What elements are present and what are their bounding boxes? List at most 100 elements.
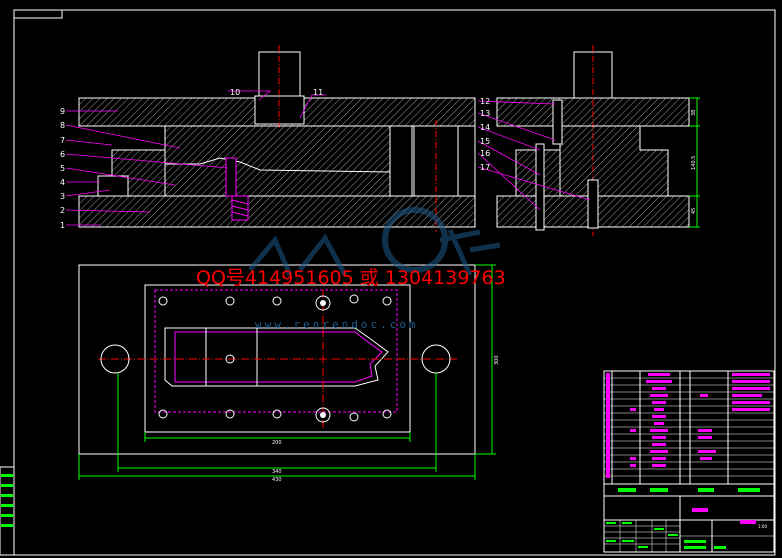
- pin-hole-bottom: [315, 407, 331, 423]
- front-section-view: [78, 45, 476, 232]
- callout-leaders: [65, 90, 591, 226]
- pin-top: [320, 300, 326, 306]
- guide-post-left: [389, 125, 413, 197]
- dim-plan-outer: 430: [272, 477, 282, 483]
- part-outline: [164, 327, 389, 387]
- callout-5: 5: [60, 164, 65, 173]
- part-inner-outline: [174, 331, 383, 383]
- punch-body: [164, 125, 391, 197]
- leader-13: [477, 112, 556, 141]
- stub-cell: [1, 474, 13, 477]
- parts-list: [603, 370, 775, 492]
- spring-coil: [231, 205, 249, 211]
- frame-corner-box: [13, 9, 63, 19]
- spring-coil: [231, 199, 249, 205]
- guide-post-right: [457, 125, 476, 197]
- plan-view: 200 340 430 300: [78, 264, 500, 483]
- callout-17: 17: [480, 163, 490, 172]
- side-section-view: 38 140.5 45: [496, 45, 700, 236]
- callout-6: 6: [60, 150, 65, 159]
- leader-16: [477, 152, 541, 211]
- callout-8: 8: [60, 121, 65, 130]
- leader-2: [65, 209, 151, 213]
- stub-table-frame: [0, 466, 15, 556]
- dim-plan-height: 300: [494, 355, 500, 365]
- dim-plan-mid: 340: [272, 469, 282, 475]
- screw-hole: [272, 296, 282, 306]
- screw-hole: [349, 412, 359, 422]
- dim-side-total: 140.5: [691, 156, 697, 170]
- callout-numbers: 1 2 3 4 5 6 7 8 9 10 11 12 13 14 15 16 1…: [60, 88, 490, 230]
- side-locating-pin: [587, 179, 599, 229]
- callout-12: 12: [480, 97, 490, 106]
- watermark-glyphs: [248, 228, 501, 277]
- dim-plan-inner: 200: [272, 440, 282, 446]
- leader-14: [477, 126, 541, 151]
- screw-hole: [382, 409, 392, 419]
- leader-3: [65, 189, 111, 197]
- dim-side-top: 38: [691, 110, 697, 116]
- plan-stripper-outline: [154, 289, 398, 413]
- plan-outer-plate: [78, 264, 476, 455]
- title-block: 1:00: [603, 483, 775, 553]
- title-scale: 1:00: [758, 524, 767, 529]
- screw-hole: [225, 354, 235, 364]
- dim-side-bottom: 45: [691, 208, 697, 214]
- callout-1: 1: [60, 221, 65, 230]
- side-punch-body: [559, 125, 669, 197]
- guide-hole-left: [100, 344, 130, 374]
- screw-hole: [349, 294, 359, 304]
- watermark-logo: [248, 207, 501, 277]
- leader-6: [65, 153, 229, 169]
- screw-hole: [225, 409, 235, 419]
- leader-15: [477, 140, 541, 176]
- callout-3: 3: [60, 192, 65, 201]
- title-block-frame: [603, 483, 775, 553]
- screw-hole: [158, 409, 168, 419]
- screw-hole: [382, 296, 392, 306]
- callout-16: 16: [480, 149, 490, 158]
- parts-list-headers: [618, 488, 760, 492]
- left-stub-table: [0, 466, 15, 556]
- callout-11: 11: [313, 88, 323, 97]
- side-bolt: [535, 143, 545, 231]
- watermark-site: www.renrendoc.com: [255, 318, 419, 331]
- pin-hole-top: [315, 295, 331, 311]
- leader-12: [477, 100, 556, 105]
- leader-8: [65, 124, 181, 149]
- parts-list-rows: [604, 377, 774, 477]
- screw-hole: [225, 296, 235, 306]
- parts-list-entries: [606, 373, 770, 478]
- callout-15: 15: [480, 137, 490, 146]
- title-material: [740, 520, 756, 524]
- title-block-signatures: [606, 522, 726, 549]
- callout-10: 10: [230, 88, 240, 97]
- callout-7: 7: [60, 136, 65, 145]
- pin-bottom: [320, 412, 326, 418]
- stub-cell: [1, 494, 13, 497]
- callout-14: 14: [480, 123, 490, 132]
- leader-11: [299, 94, 326, 119]
- title-drawing-name: [692, 508, 708, 512]
- stub-cell: [1, 524, 13, 527]
- side-screw: [552, 99, 563, 145]
- stub-cell: [1, 514, 13, 517]
- drawing-frame: [13, 9, 776, 556]
- leader-10: [228, 90, 272, 101]
- stub-cell: [1, 484, 13, 487]
- ejector-pin: [225, 157, 237, 197]
- callout-2: 2: [60, 206, 65, 215]
- stub-cell: [1, 504, 13, 507]
- guide-block: [97, 175, 129, 197]
- leader-5: [65, 167, 176, 186]
- leader-17: [477, 166, 591, 201]
- spring-coil: [231, 211, 249, 217]
- screw-hole: [158, 296, 168, 306]
- callout-13: 13: [480, 109, 490, 118]
- screw-hole: [272, 409, 282, 419]
- title-block-grid: [604, 520, 774, 552]
- leader-7: [65, 139, 113, 146]
- watermark-contact: QQ号414951605 或 1304139763: [196, 267, 506, 289]
- callout-4: 4: [60, 178, 65, 187]
